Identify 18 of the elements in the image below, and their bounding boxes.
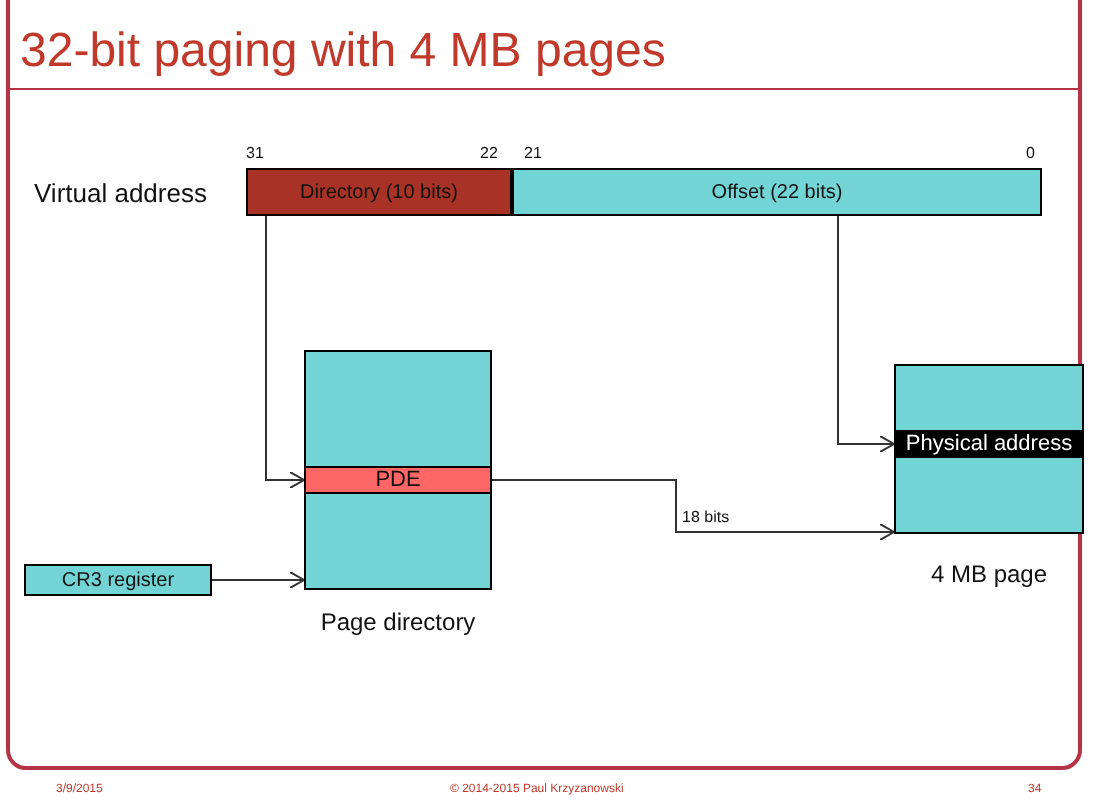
row-label: Virtual address — [34, 178, 207, 208]
bit-number: 31 — [246, 144, 264, 162]
arrow — [491, 479, 895, 541]
arrow — [211, 571, 305, 589]
directory-field: Directory (10 bits) — [246, 168, 512, 216]
edge-label: 18 bits — [682, 508, 730, 526]
physical-address-entry: Physical address — [894, 430, 1084, 458]
arrow — [837, 215, 895, 453]
page-label: 4 MB page — [930, 560, 1048, 588]
bit-number: 21 — [524, 144, 542, 162]
bit-number: 0 — [1026, 144, 1035, 162]
bit-number: 22 — [480, 144, 498, 162]
page-directory-label: Page directory — [320, 608, 476, 636]
offset-field: Offset (22 bits) — [512, 168, 1042, 216]
pde-entry: PDE — [304, 466, 492, 494]
slide-title: 32-bit paging with 4 MB pages — [20, 24, 666, 80]
arrow — [265, 215, 305, 489]
cr3-register-box: CR3 register — [24, 564, 212, 596]
